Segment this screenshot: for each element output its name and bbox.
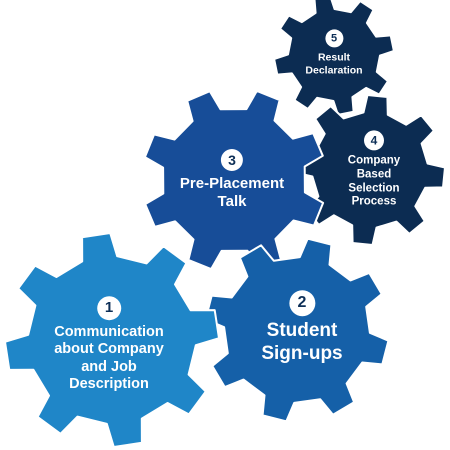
gear-5: [273, 0, 395, 116]
step-1-text: Communication about Company and Job Desc…: [54, 324, 164, 393]
gear-2: [204, 237, 390, 423]
gear-4: [294, 94, 446, 246]
step-2-number: 2: [289, 290, 315, 317]
step-5-text: Result Declaration: [305, 51, 363, 76]
step-2: 2 Student Sign-ups: [261, 290, 343, 366]
step-3-text: Pre-Placement Talk: [179, 175, 285, 210]
step-5-number: 5: [325, 29, 343, 48]
step-4-text: Company Based Selection Process: [347, 154, 401, 208]
gear-1: [4, 232, 220, 448]
step-4: 4 Company Based Selection Process: [336, 130, 412, 209]
gear-3: [143, 89, 325, 271]
step-2-text: Student Sign-ups: [261, 320, 343, 364]
step-3-number: 3: [221, 149, 243, 171]
step-3: 3 Pre-Placement Talk: [180, 149, 284, 211]
step-1: 1 Communication about Company and Job De…: [54, 296, 164, 394]
step-5: 5 Result Declaration: [305, 29, 363, 76]
step-1-number: 1: [97, 296, 121, 321]
step-4-number: 4: [364, 130, 384, 151]
